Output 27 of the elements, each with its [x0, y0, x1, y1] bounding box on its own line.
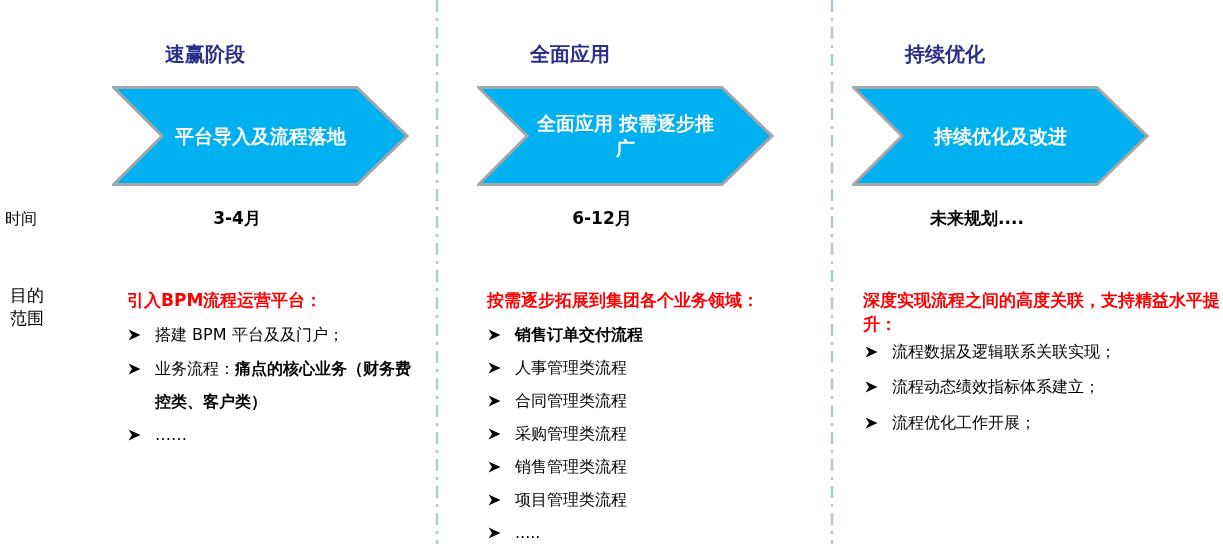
- row-label: 时间: [5, 208, 37, 230]
- time-text: 3-4月: [212, 207, 262, 230]
- list-item: .....: [515, 522, 541, 544]
- chevron-shape: 持续优化及改进: [852, 86, 1149, 186]
- section-heading: 引入BPM流程运营平台：: [127, 289, 323, 312]
- stage-heading: 速赢阶段: [164, 41, 246, 68]
- time-text: 6-12月: [571, 207, 633, 230]
- section-heading: 深度实现流程之间的高度关联，支持精益水平提升：: [863, 289, 1221, 336]
- list-item: 人事管理类流程: [515, 357, 627, 379]
- time-text: 未来规划....: [929, 207, 1025, 230]
- list-item: 业务流程：痛点的核心业务（财务费控类、客户类）: [155, 358, 412, 413]
- chevron-shape: 平台导入及流程落地: [112, 86, 409, 186]
- list-item: 项目管理类流程: [515, 489, 627, 511]
- list-item: 销售订单交付流程: [515, 324, 643, 346]
- list-item: 采购管理类流程: [515, 423, 627, 445]
- list-item: 搭建 BPM 平台及及门户；: [155, 324, 344, 346]
- section-heading: 按需逐步拓展到集团各个业务领域：: [487, 289, 759, 312]
- row-label: 目的范围: [10, 284, 45, 330]
- list-item: 合同管理类流程: [515, 390, 627, 412]
- list-item: 流程优化工作开展；: [892, 412, 1036, 434]
- list-item: 销售管理类流程: [515, 456, 627, 478]
- list-item: 流程动态绩效指标体系建立；: [892, 376, 1100, 398]
- list-item: ……: [155, 424, 187, 446]
- chevron-shape: 全面应用 按需逐步推广: [477, 86, 774, 186]
- stage-heading: 持续优化: [903, 41, 986, 68]
- stage-heading: 全面应用: [529, 41, 611, 68]
- list-item: 流程数据及逻辑联系关联实现；: [892, 341, 1116, 363]
